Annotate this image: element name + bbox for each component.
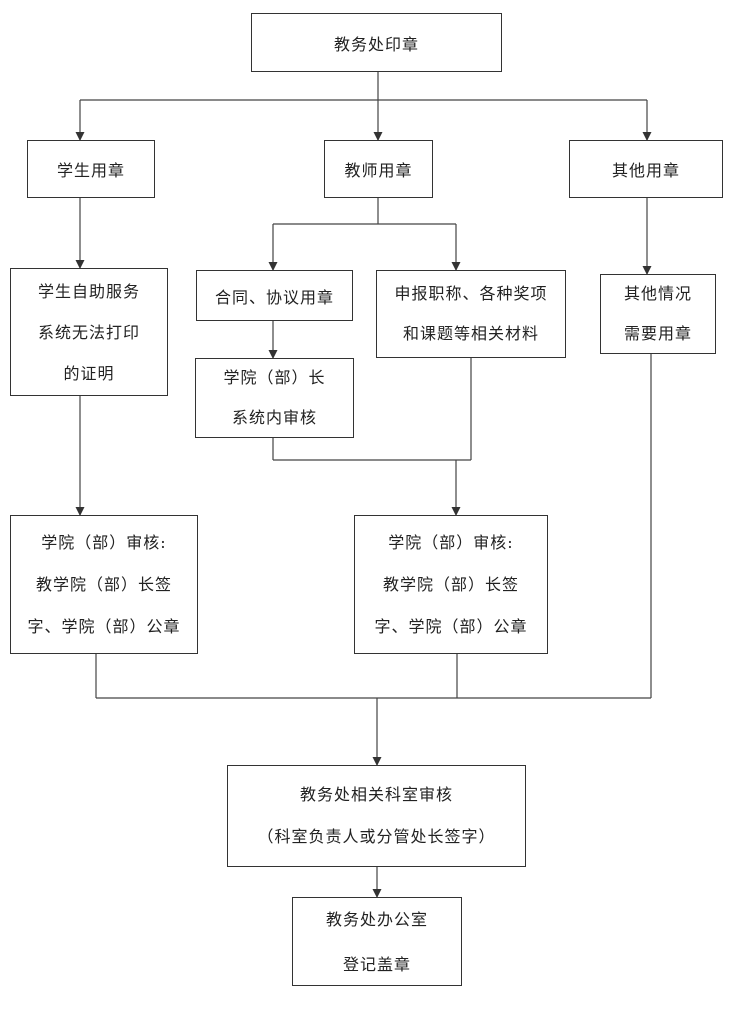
node-root: 教务处印章: [251, 13, 502, 72]
node-college-review-left-line-2: 教学院（部）长签: [35, 574, 172, 594]
node-contract-agreement-line-1: 合同、协议用章: [214, 287, 334, 307]
node-contract-agreement: 合同、协议用章: [196, 270, 353, 321]
node-college-review-right-line-2: 教学院（部）长签: [382, 574, 519, 594]
node-dean-system-review-line-2: 系统内审核: [231, 408, 317, 427]
node-college-review-left: 学院（部）审核: 教学院（部）长签 字、学院（部）公章: [10, 515, 198, 654]
node-college-review-right: 学院（部）审核: 教学院（部）长签 字、学院（部）公章: [354, 515, 548, 654]
node-office-section-review-line-2: （科室负责人或分管处长签字）: [257, 827, 496, 846]
node-other-situations-line-1: 其他情况: [623, 284, 692, 303]
node-title-award-materials: 申报职称、各种奖项 和课题等相关材料: [376, 270, 566, 358]
node-dean-system-review: 学院（部）长 系统内审核: [195, 358, 354, 438]
node-office-registration-line-2: 登记盖章: [342, 954, 411, 974]
node-other-seal-line-1: 其他用章: [611, 161, 680, 180]
node-college-review-left-line-3: 字、学院（部）公章: [27, 616, 181, 636]
node-title-award-materials-line-1: 申报职称、各种奖项: [394, 284, 548, 303]
node-office-section-review: 教务处相关科室审核 （科室负责人或分管处长签字）: [227, 765, 526, 867]
node-student-self-service-line-1: 学生自助服务: [37, 281, 140, 301]
node-student-self-service: 学生自助服务 系统无法打印 的证明: [10, 268, 168, 396]
node-college-review-right-line-1: 学院（部）审核:: [388, 532, 514, 552]
node-office-registration-line-1: 教务处办公室: [325, 909, 428, 929]
node-dean-system-review-line-1: 学院（部）长: [223, 368, 326, 387]
node-student-self-service-line-3: 的证明: [63, 363, 115, 383]
node-teacher-seal-line-1: 教师用章: [344, 161, 413, 180]
node-title-award-materials-line-2: 和课题等相关材料: [402, 324, 539, 343]
node-other-situations: 其他情况 需要用章: [600, 274, 716, 354]
node-other-seal: 其他用章: [569, 140, 723, 198]
node-other-situations-line-2: 需要用章: [623, 324, 692, 343]
node-teacher-seal: 教师用章: [324, 140, 433, 198]
node-office-registration: 教务处办公室 登记盖章: [292, 897, 462, 986]
node-college-review-right-line-3: 字、学院（部）公章: [374, 616, 528, 636]
node-office-section-review-line-1: 教务处相关科室审核: [299, 785, 453, 804]
node-student-self-service-line-2: 系统无法打印: [37, 322, 140, 342]
node-student-seal-line-1: 学生用章: [56, 161, 125, 180]
node-student-seal: 学生用章: [27, 140, 155, 198]
node-college-review-left-line-1: 学院（部）审核:: [41, 532, 167, 552]
node-root-line-1: 教务处印章: [333, 34, 419, 54]
